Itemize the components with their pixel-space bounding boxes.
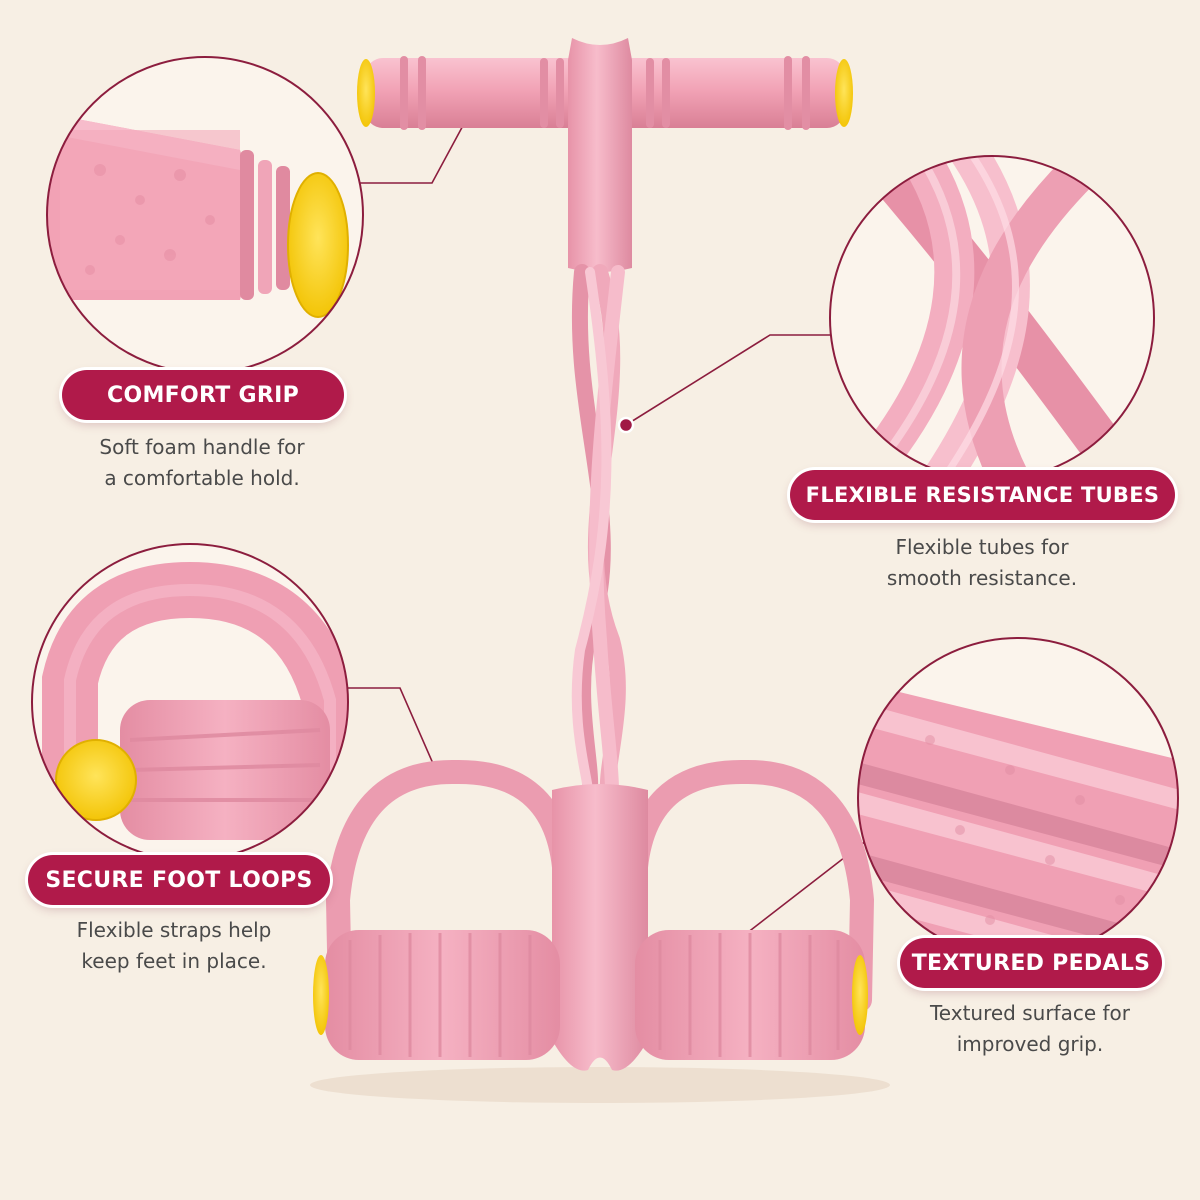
comfort-grip-description-line-2: a comfortable hold. bbox=[104, 466, 300, 490]
secure-foot-loops-label: SECURE FOOT LOOPS bbox=[28, 855, 330, 905]
flexible-resistance-tubes-label: FLEXIBLE RESISTANCE TUBES bbox=[790, 470, 1175, 520]
foot-loop-closeup bbox=[31, 543, 349, 861]
pedal-texture-closeup bbox=[857, 637, 1179, 959]
secure-foot-loops-description-line-2: keep feet in place. bbox=[81, 949, 267, 973]
textured-pedals-description-line-1: Textured surface for bbox=[929, 1001, 1131, 1025]
foam-handle-closeup bbox=[46, 56, 364, 374]
flexible-resistance-tubes-description: Flexible tubes for smooth resistance. bbox=[832, 532, 1132, 594]
textured-pedals-description-line-2: improved grip. bbox=[956, 1032, 1104, 1056]
comfort-grip-description-line-1: Soft foam handle for bbox=[99, 435, 305, 459]
pedal-resistance-band bbox=[310, 38, 890, 1103]
flexible-resistance-tubes-description-line-1: Flexible tubes for bbox=[895, 535, 1069, 559]
secure-foot-loops-description-line-1: Flexible straps help bbox=[76, 918, 272, 942]
flexible-resistance-tubes-description-line-2: smooth resistance. bbox=[886, 566, 1078, 590]
left-pedal bbox=[313, 930, 560, 1060]
twisted-tubes-closeup bbox=[829, 155, 1155, 481]
resistance-tubes bbox=[571, 264, 626, 798]
lower-sleeve bbox=[552, 784, 648, 1071]
textured-pedals-description: Textured surface for improved grip. bbox=[880, 998, 1180, 1060]
right-pedal bbox=[635, 930, 868, 1060]
textured-pedals-label: TEXTURED PEDALS bbox=[900, 938, 1162, 988]
comfort-grip-description: Soft foam handle for a comfortable hold. bbox=[52, 432, 352, 494]
secure-foot-loops-description: Flexible straps help keep feet in place. bbox=[24, 915, 324, 977]
comfort-grip-label: COMFORT GRIP bbox=[62, 370, 344, 420]
upper-sleeve bbox=[568, 38, 632, 272]
